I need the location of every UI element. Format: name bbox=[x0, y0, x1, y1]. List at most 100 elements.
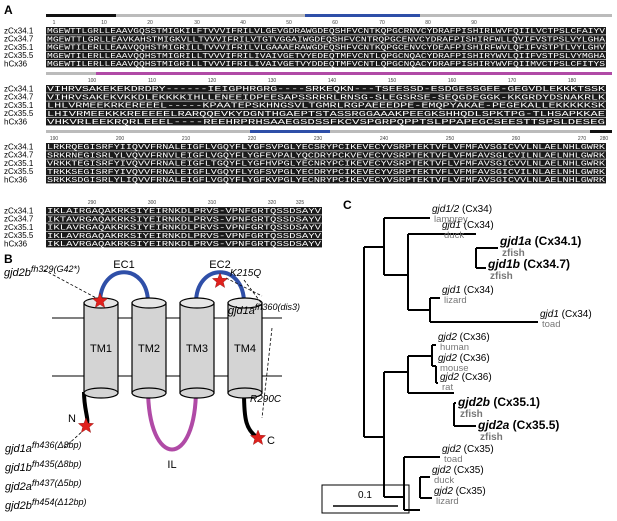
panel-c-label: C bbox=[343, 198, 352, 212]
tree-leaf: gjd1b (Cx34.7) bbox=[487, 257, 570, 271]
leader-r290c bbox=[261, 327, 273, 419]
ruler-label: 325 bbox=[296, 200, 305, 206]
sequence-row-bg bbox=[46, 223, 322, 231]
tree-leaf-species: duck bbox=[444, 230, 464, 241]
sequence-residues: MGEWTTLGRLLEAVKAHSTMIGKVLLTVVVIFRILVTGTV… bbox=[47, 36, 606, 44]
sequence-name: zCx34.7 bbox=[4, 215, 34, 224]
ruler-label: 90 bbox=[471, 20, 477, 26]
tree-branches bbox=[363, 217, 538, 511]
tree-leaf-species: zfish bbox=[502, 248, 525, 259]
il-label: IL bbox=[167, 459, 176, 471]
ruler-label: 280 bbox=[600, 136, 609, 142]
ruler-label: 40 bbox=[240, 20, 246, 26]
sequence-name: zCx34.7 bbox=[4, 35, 34, 44]
sequence-residues: TRKKSEGISRFYIVQVVFRNALEIGFLVGQYFLYGFSVPG… bbox=[47, 169, 606, 177]
tree-leaf: gjd1 (Cx34) bbox=[442, 285, 494, 296]
allele-list: gjd1afh436(Δ8bp)gjd1bfh435(Δ8bp)gjd2afh4… bbox=[5, 440, 87, 512]
sequence-residues: SRKRNEGISRLYLVQVVFRNVLEIGFLVGQYFLYGFEVPA… bbox=[47, 152, 606, 160]
tree-leaf: gjd2 (Cx36) bbox=[438, 353, 490, 364]
domain-bar bbox=[305, 14, 420, 17]
sequence-residues: LHIVRMEEKKKREEEEELRARQQEVKYDGNTHGAEPTSTA… bbox=[47, 111, 605, 119]
tree-leaf-species: toad bbox=[542, 319, 561, 330]
sequence-name: hCx36 bbox=[4, 239, 28, 248]
sequence-name: zCx35.1 bbox=[4, 159, 34, 168]
ruler-label: 180 bbox=[568, 78, 577, 84]
panel-b-label: B bbox=[4, 252, 13, 266]
domain-bar bbox=[96, 72, 612, 75]
allele-entry: gjd2bfh454(Δ12bp) bbox=[5, 497, 87, 512]
ruler-label: 80 bbox=[425, 20, 431, 26]
dis3-mutation-label: gjd1afh360(dis3) bbox=[228, 302, 300, 317]
tm2-label: TM2 bbox=[138, 343, 160, 355]
mutation-star-n-terminus bbox=[77, 417, 95, 433]
ruler-label: 290 bbox=[88, 200, 97, 206]
domain-bar bbox=[420, 14, 612, 17]
sequence-name: zCx34.7 bbox=[4, 151, 34, 160]
sequence-residues: IKLAVRGAQAKRKSIYEIRNKDLPRVS-VPNFGRTQSSDS… bbox=[47, 241, 322, 249]
leader-k215q bbox=[225, 277, 263, 297]
sequence-residues: MGEWTTLGRLLEAAVGQSSTMIGKILFTVVVIFRILVLGE… bbox=[47, 28, 606, 36]
tree-leaf: gjd2b (Cx35.1) bbox=[457, 395, 540, 409]
tree-leaf: gjd2 (Cx35) bbox=[434, 486, 486, 497]
intracellular-loop bbox=[146, 387, 198, 452]
r290c-label: R290C bbox=[250, 394, 282, 405]
ruler-label: 30 bbox=[194, 20, 200, 26]
sequence-name: zCx35.1 bbox=[4, 43, 34, 52]
tree-leaf-species: toad bbox=[444, 454, 463, 465]
domain-bar bbox=[250, 130, 330, 133]
ruler-label: 60 bbox=[332, 20, 338, 26]
tree-leaf: gjd2a (Cx35.5) bbox=[477, 418, 559, 432]
ruler-label: 310 bbox=[208, 200, 217, 206]
tree-leaf-species: duck bbox=[434, 475, 454, 486]
ruler-label: 270 bbox=[578, 136, 587, 142]
ruler-label: 1 bbox=[53, 20, 56, 26]
sequence-row-bg bbox=[46, 159, 606, 167]
allele-entry: gjd1afh436(Δ8bp) bbox=[5, 440, 82, 455]
sequence-row-bg bbox=[46, 231, 322, 240]
tree-leaf: gjd1/2 (Cx34) bbox=[432, 204, 492, 215]
ruler-label: 170 bbox=[508, 78, 517, 84]
tm4-label: TM4 bbox=[234, 343, 256, 355]
sequence-name: zCx35.5 bbox=[4, 231, 34, 240]
ec2-label: EC2 bbox=[209, 259, 230, 271]
sequence-name: zCx34.7 bbox=[4, 93, 34, 102]
ec1-loop bbox=[98, 270, 150, 304]
tree-leaf: gjd1 (Cx34) bbox=[442, 220, 494, 231]
sequence-residues: VIHRVSAKEKEKDRDRY------IEIGPHRGRG----SRK… bbox=[47, 86, 606, 94]
tree-leaf-species: lizard bbox=[436, 496, 459, 507]
tree-leaf-species: human bbox=[440, 342, 469, 353]
ruler-label: 200 bbox=[116, 136, 125, 142]
tree-leaf-species: zfish bbox=[460, 409, 483, 420]
n-terminus-label: N bbox=[68, 413, 76, 425]
sequence-row-bg bbox=[46, 35, 606, 43]
sequence-row-bg bbox=[46, 167, 606, 176]
ruler-label: 100 bbox=[88, 78, 97, 84]
ruler-label: 230 bbox=[314, 136, 323, 142]
sequence-name: zCx34.1 bbox=[4, 143, 34, 152]
tree-leaf-species: zfish bbox=[480, 432, 503, 443]
sequence-residues: IKLAVRGAQAKRKSIYEIRNKDLPRVS-VPNFGRTQSSDS… bbox=[47, 225, 322, 233]
sequence-name: zCx35.1 bbox=[4, 223, 34, 232]
sequence-row-bg bbox=[46, 43, 606, 51]
sequence-row-bg bbox=[46, 239, 322, 248]
sequence-name: zCx35.5 bbox=[4, 51, 34, 60]
ruler-label: 130 bbox=[268, 78, 277, 84]
domain-bar bbox=[46, 130, 250, 133]
tm1-label: TM1 bbox=[90, 343, 112, 355]
tree-leaf: gjd2 (Cx35) bbox=[432, 465, 484, 476]
sequence-name: zCx35.1 bbox=[4, 101, 34, 110]
k215q-label: K215Q bbox=[230, 268, 261, 279]
ruler-label: 220 bbox=[248, 136, 257, 142]
sequence-row-bg bbox=[46, 175, 606, 184]
tree-leaf-species: zfish bbox=[490, 271, 513, 282]
tree-leaf: gjd2 (Cx36) bbox=[440, 372, 492, 383]
leader-g42 bbox=[43, 269, 101, 301]
ruler-label: 260 bbox=[512, 136, 521, 142]
ruler-label: 190 bbox=[50, 136, 59, 142]
sequence-residues: VRKKTEGISRFYIVQVVFRNALEIGFLTGQYFLYGFHVPG… bbox=[47, 161, 606, 169]
g42-mutation-label: gjd2bfh329(G42*) bbox=[4, 264, 80, 279]
tree-leaf: gjd1 (Cx34) bbox=[540, 309, 592, 320]
